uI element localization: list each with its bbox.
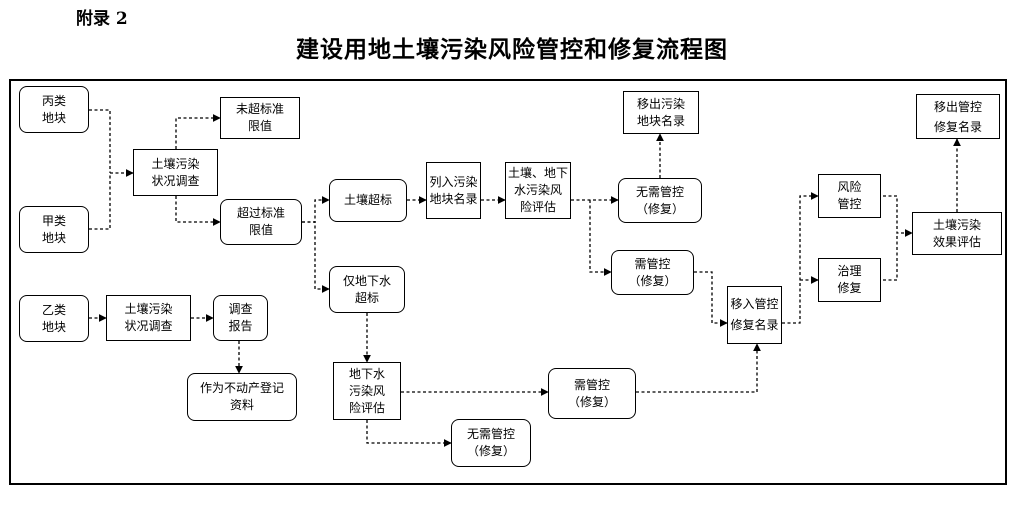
node-remove-control-list: 移出管控 修复名录 bbox=[916, 94, 1000, 139]
node-effect-eval: 土壤污染 效果评估 bbox=[912, 212, 1002, 255]
node-gw-risk-eval: 地下水 污染风 险评估 bbox=[333, 362, 401, 420]
node-no-need-control-1: 无需管控 （修复） bbox=[618, 178, 702, 223]
edge-bing-survey bbox=[89, 109, 111, 173]
node-below-limit: 未超标准 限值 bbox=[220, 97, 300, 139]
node-risk-eval: 土壤、地下 水污染风 险评估 bbox=[505, 162, 571, 219]
node-class-c-site: 丙类 地块 bbox=[19, 86, 89, 133]
edge-need-into bbox=[694, 271, 728, 327]
node-soil-survey-2: 土壤污染 状况调查 bbox=[106, 295, 191, 341]
node-into-control-list: 移入管控 修复名录 bbox=[727, 286, 782, 344]
edge-eval-need bbox=[589, 200, 612, 276]
edge-need2-into bbox=[636, 343, 761, 393]
node-list-in: 列入污染 地块名录 bbox=[426, 162, 481, 219]
node-remediation: 治理 修复 bbox=[818, 258, 881, 302]
node-gw-only: 仅地下水 超标 bbox=[329, 266, 405, 313]
node-class-b-site: 乙类 地块 bbox=[19, 295, 89, 342]
node-soil-survey: 土壤污染 状况调查 bbox=[133, 149, 218, 196]
edge-above-gw bbox=[302, 221, 330, 293]
edge-gweval-noneed bbox=[366, 420, 452, 447]
node-above-limit: 超过标准 限值 bbox=[220, 199, 302, 245]
node-soil-exceed: 土壤超标 bbox=[329, 179, 407, 222]
node-class-a-site: 甲类 地块 bbox=[19, 206, 89, 253]
edge-survey-above bbox=[175, 196, 221, 226]
node-survey-report: 调查 报告 bbox=[213, 295, 268, 341]
node-need-control-2: 需管控 （修复） bbox=[548, 368, 636, 419]
appendix-label: 附录 2 bbox=[76, 9, 128, 29]
node-no-need-control-2: 无需管控 （修复） bbox=[451, 419, 531, 467]
edge-survey-below bbox=[175, 114, 221, 149]
diagram-frame bbox=[9, 79, 1007, 485]
edge-jia-survey bbox=[89, 173, 111, 230]
node-property-record: 作为不动产登记 资料 bbox=[187, 373, 297, 421]
edge-above-soil bbox=[302, 196, 330, 223]
node-remove-list: 移出污染 地块名录 bbox=[623, 91, 699, 134]
page-title: 建设用地土壤污染风险管控和修复流程图 bbox=[296, 36, 728, 63]
node-risk-control: 风险 管控 bbox=[818, 174, 881, 218]
node-need-control-1: 需管控 （修复） bbox=[611, 250, 694, 295]
edge-into-risk bbox=[782, 192, 819, 324]
